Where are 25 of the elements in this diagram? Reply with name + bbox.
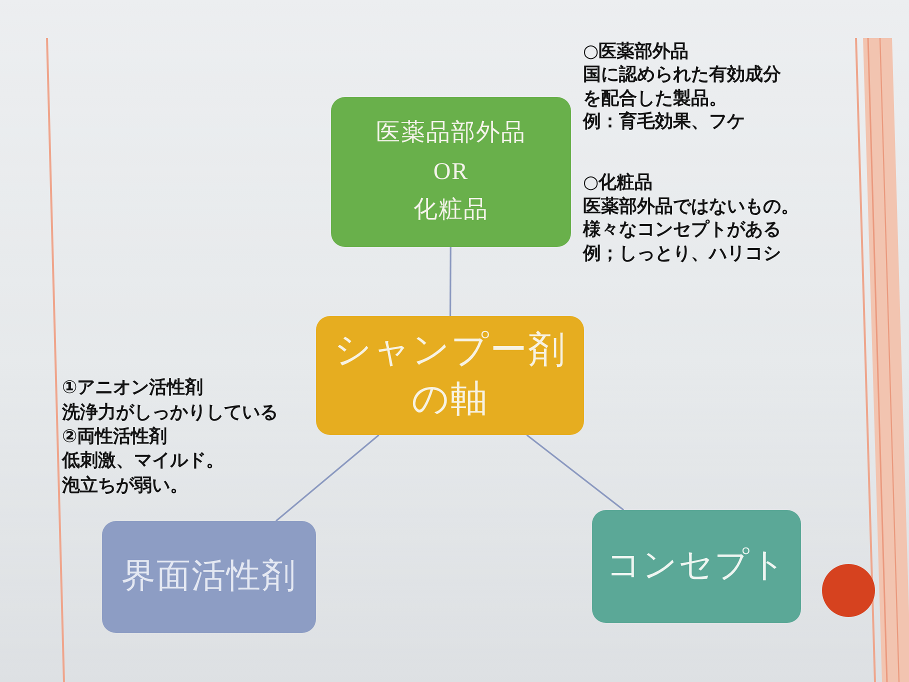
note-text: ①アニオン活性剤 <box>62 376 204 400</box>
connector-line <box>275 434 380 522</box>
box-label: 界面活性剤 <box>122 556 296 597</box>
note-text: 国に認められた有効成分を配合した製品。 <box>583 63 782 111</box>
box-label: コンセプト <box>606 546 786 586</box>
note-text: ②両性活性剤 <box>62 425 168 449</box>
box-label: シャンプー剤の軸 <box>333 329 567 422</box>
connector-line <box>450 247 452 316</box>
note-text: 洗浄力がしっかりしている <box>62 401 278 425</box>
note-text: 低刺激、マイルド。 <box>62 449 224 473</box>
note-text: 泡立ちが弱い。 <box>62 474 188 498</box>
box-label: 化粧品 <box>414 196 488 226</box>
topic-box <box>331 97 571 247</box>
note-text: ○医薬部外品 <box>583 40 689 64</box>
topic-box <box>592 510 801 623</box>
note-text: 例；しっとり、ハリコシ <box>583 242 781 266</box>
note-text: ○化粧品 <box>583 171 653 195</box>
central-topic-box <box>316 316 584 435</box>
note-text: 例：育毛効果、フケ <box>583 110 745 134</box>
note-text: 様々なコンセプトがある <box>583 218 781 242</box>
topic-box <box>102 521 316 633</box>
note-text: 医薬部外品ではないもの。 <box>583 195 799 219</box>
box-label: 医薬品部外品 <box>376 118 526 148</box>
connector-line <box>526 434 624 511</box>
box-label: OR <box>433 158 469 186</box>
